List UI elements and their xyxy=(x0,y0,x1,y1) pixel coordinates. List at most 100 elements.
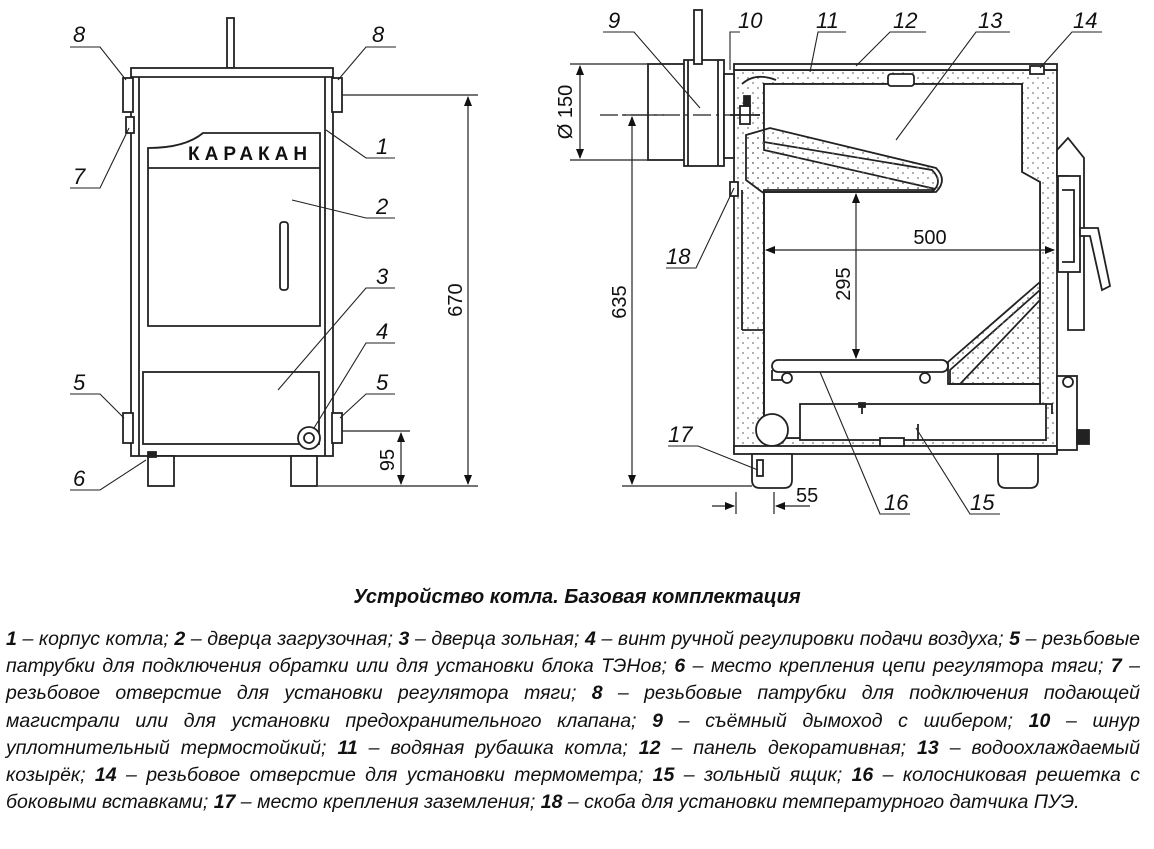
callout-2: 2 xyxy=(375,194,388,219)
brand-text: КАРАКАН xyxy=(188,144,312,165)
legend-item-text: съёмный дымоход с шибером; xyxy=(705,709,1013,732)
deco-panel xyxy=(733,63,1058,71)
side-callouts: 9 10 11 12 13 14 18 17 16 15 xyxy=(608,8,1097,515)
legend-item-9: 9 – съёмный дымоход с шибером; xyxy=(652,709,1013,732)
legend-item-text: водоохлаждаемый козырёк; xyxy=(6,736,1140,787)
legend-item-3: 3 – дверца зольная; xyxy=(398,628,580,650)
front-ash-door xyxy=(142,371,320,445)
legend-item-12: 12 – панель декоративная; xyxy=(638,736,907,759)
front-leg-left xyxy=(147,455,175,487)
lower-wedge xyxy=(947,280,1041,385)
side-view xyxy=(647,9,1112,489)
dim-offset-55: 55 xyxy=(796,485,818,507)
dim-height-670: 670 xyxy=(445,283,467,316)
legend-item-7: 7 – резьбовое отверстие для установки ре… xyxy=(6,655,1141,705)
legend-item-number: 3 xyxy=(398,628,410,650)
front-top-stub xyxy=(226,17,235,69)
legend-item-number: 14 xyxy=(94,764,117,787)
legend-item-15: 15 – зольный ящик; xyxy=(652,764,843,787)
callout-10: 10 xyxy=(738,8,763,33)
legend-item-text: дверца загрузочная; xyxy=(207,628,393,650)
legend-item-number: 4 xyxy=(584,628,596,650)
legend-item-text: резьбовое отверстие для установки регуля… xyxy=(6,682,577,705)
side-leg-right xyxy=(997,453,1039,489)
door-handle-side xyxy=(1079,227,1112,292)
legend-item-8: 8 – резьбовые патрубки для подключения п… xyxy=(6,682,1140,732)
legend-item-18: 18 – скоба для установки температурного … xyxy=(540,791,1080,814)
ash-box xyxy=(799,403,1047,441)
air-screw-icon xyxy=(297,426,321,450)
legend-item-number: 1 xyxy=(6,628,17,650)
legend-item-text: водяная рубашка котла; xyxy=(390,736,628,759)
legend-item-number: 10 xyxy=(1028,709,1051,732)
chimney xyxy=(647,63,691,161)
dim-firebox-295: 295 xyxy=(833,267,855,300)
callout-6: 6 xyxy=(73,466,86,491)
legend-item-17: 17 – место крепления заземления; xyxy=(213,791,536,814)
legend-item-16: 16 – колосниковая решетка с боковыми вст… xyxy=(6,764,1140,814)
legend-item-4: 4 – винт ручной регулировки подачи возду… xyxy=(584,628,1004,650)
callout-3: 3 xyxy=(376,264,389,289)
legend-item-13: 13 – водоохлаждаемый козырёк; xyxy=(6,736,1140,787)
callout-8-right: 8 xyxy=(372,22,385,47)
front-leg-right xyxy=(290,455,318,487)
callout-8-left: 8 xyxy=(73,22,86,47)
legend-item-number: 13 xyxy=(917,736,939,759)
dim-height-635: 635 xyxy=(609,285,631,318)
figure-caption: Устройство котла. Базовая комплектация xyxy=(353,586,801,608)
legend-item-text: зольный ящик; xyxy=(703,764,843,787)
callout-9: 9 xyxy=(608,8,620,33)
legend-item-text: шнур уплотнительный термостойкий; xyxy=(6,709,1140,759)
legend-item-6: 6 – место крепления цепи регулятора тяги… xyxy=(674,655,1104,678)
side-dimensions xyxy=(570,63,1055,514)
callout-18: 18 xyxy=(666,244,691,269)
legend-item-number: 5 xyxy=(1009,628,1020,650)
callout-5-right: 5 xyxy=(376,370,389,395)
front-view xyxy=(122,17,343,487)
legend-item-number: 7 xyxy=(1110,655,1122,678)
legend-item-text: резьбовое отверстие для установки термом… xyxy=(146,764,644,787)
legend-item-11: 11 – водяная рубашка котла; xyxy=(337,736,628,759)
callout-15: 15 xyxy=(970,490,995,515)
legend-item-text: корпус котла; xyxy=(38,628,169,650)
grate xyxy=(771,359,949,373)
callout-4: 4 xyxy=(376,319,388,344)
legend-item-number: 17 xyxy=(213,791,236,814)
legend-item-number: 18 xyxy=(540,791,563,814)
boiler-drawing: КАРАКАН 670 95 8 8 7 1 2 3 4 5 5 6 xyxy=(70,8,1112,515)
callout-13: 13 xyxy=(978,8,1003,33)
front-dimensions xyxy=(318,94,478,487)
legend-item-10: 10 – шнур уплотнительный термостойкий; xyxy=(6,709,1140,759)
dim-leg-95: 95 xyxy=(377,449,399,471)
front-callouts: 8 8 7 1 2 3 4 5 5 6 xyxy=(73,22,389,491)
legend-item-number: 2 xyxy=(174,628,186,650)
legend-item-text: винт ручной регулировки подачи воздуха; xyxy=(617,628,1004,650)
legend-item-text: панель декоративная; xyxy=(693,736,907,759)
legend-item-text: место крепления заземления; xyxy=(257,791,536,814)
legend-item-text: скоба для установки температурного датчи… xyxy=(584,791,1080,814)
dim-depth-500: 500 xyxy=(913,227,946,249)
legend-item-5: 5 – резьбовые патрубки для подключения о… xyxy=(6,628,1141,678)
callout-16: 16 xyxy=(884,490,909,515)
legend-item-1: 1 – корпус котла; xyxy=(6,628,169,650)
callout-11: 11 xyxy=(816,8,839,33)
legend-item-2: 2 – дверца загрузочная; xyxy=(174,628,393,650)
legend-text: 1 – корпус котла; 2 – дверца загрузочная… xyxy=(6,626,1140,816)
legend-item-text: дверца зольная; xyxy=(431,628,580,650)
callout-1: 1 xyxy=(376,134,388,159)
legend-item-text: резьбовые патрубки для подключения обрат… xyxy=(6,628,1141,678)
legend-item-number: 11 xyxy=(337,736,358,759)
callout-14: 14 xyxy=(1073,8,1097,33)
callout-7: 7 xyxy=(73,164,86,189)
front-loading-door xyxy=(147,132,321,327)
legend-item-number: 8 xyxy=(591,682,603,705)
legend-item-number: 15 xyxy=(652,764,675,787)
legend-item-number: 6 xyxy=(674,655,686,678)
legend-item-text: место крепления цепи регулятора тяги; xyxy=(710,655,1104,678)
door-handle xyxy=(279,221,289,291)
legend-item-text: резьбовые патрубки для подключения подаю… xyxy=(6,682,1140,732)
front-leaders xyxy=(70,46,396,491)
cooled-visor xyxy=(745,127,943,193)
legend-item-text: колосниковая решетка с боковыми вставкам… xyxy=(6,764,1140,814)
legend-item-number: 16 xyxy=(851,764,874,787)
